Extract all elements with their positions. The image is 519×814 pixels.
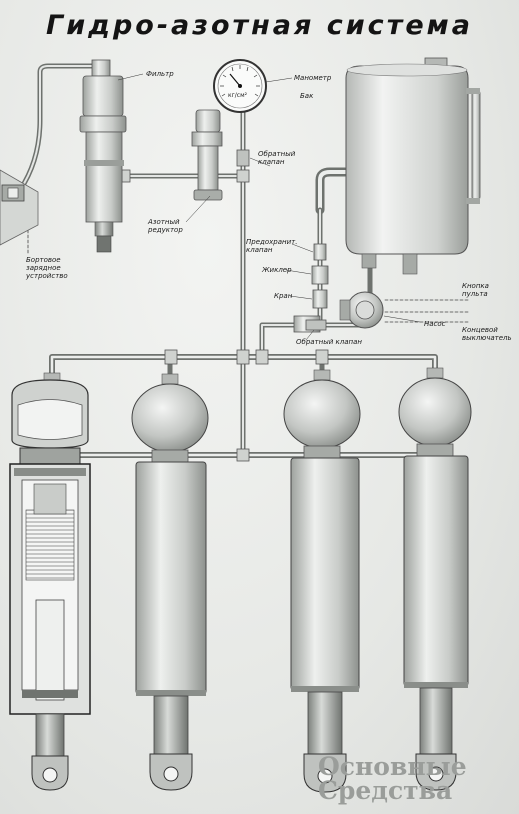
label-leaders [117,73,421,341]
pipe-fittings [121,169,329,462]
watermark-line-2: Средства [318,776,453,805]
tank [345,57,481,275]
strut-cylinder-4 [398,367,472,791]
label-check-valve-top: Обратный клапан [258,150,296,166]
label-check-valve-bottom: Обратный клапан [296,338,362,346]
label-valve: Кран [274,292,293,300]
valve [312,289,328,309]
strut-cylinder-sectioned [9,372,91,791]
label-manometer: Манометр [294,74,332,82]
filter [79,59,127,253]
check-valve-bottom [305,319,327,331]
watermark-logo: Основные Средства [318,752,467,805]
label-nitrogen-reducer: Азотный редуктор [148,218,183,234]
label-gauge-unit: кг/см² [228,92,248,99]
label-relief-valve: Предохранит. клапан [246,238,298,254]
strut-cylinder-3 [283,369,361,793]
label-tank: Бак [300,92,314,100]
label-console-button: Кнопка пульта [462,282,489,298]
manometer [213,59,267,113]
strut-cylinder-2 [131,373,209,791]
relief-valve [313,243,327,261]
label-pump: Насос [424,320,446,328]
jiggler [311,265,329,285]
diagram-title: Гидро-азотная система [46,10,473,41]
onboard-charging-device [0,169,39,246]
label-limit-switch: Концевой выключатель [462,326,512,342]
label-jiggler: Жиклер [262,266,292,274]
nitrogen-reducer [191,109,223,201]
check-valve-top [236,149,250,167]
label-filter: Фильтр [146,70,174,78]
label-onboard-charging: Бортовое зарядное устройство [26,256,68,280]
watermark-line-1: Основные [318,752,467,781]
